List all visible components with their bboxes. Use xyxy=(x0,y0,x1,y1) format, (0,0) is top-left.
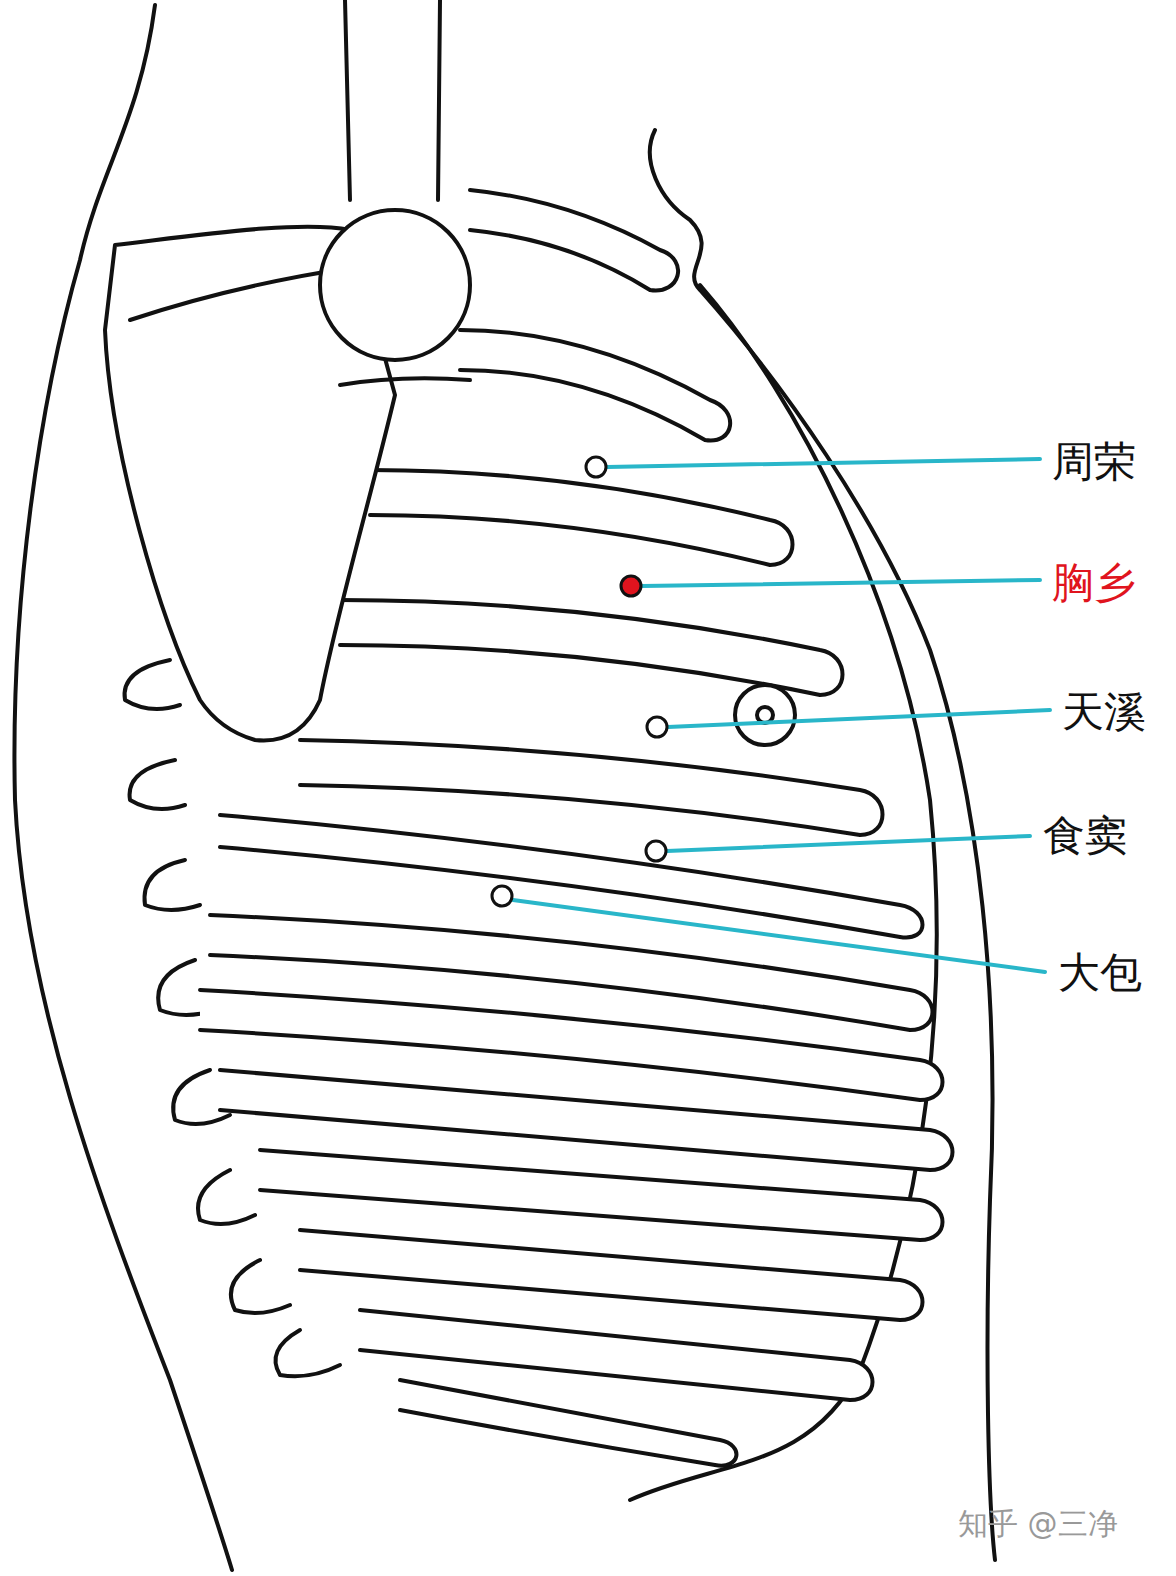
leader-lines xyxy=(513,459,1050,972)
point-name: 胸乡 xyxy=(1052,562,1136,604)
clavicle xyxy=(340,378,470,385)
point-name: 大包 xyxy=(1058,952,1142,994)
nipple xyxy=(735,685,795,745)
point-name: 周荣 xyxy=(1052,441,1136,483)
humerus-head xyxy=(320,210,470,360)
point-name: 天溪 xyxy=(1062,691,1146,733)
watermark: 知乎 @三净 xyxy=(958,1509,1118,1539)
humerus xyxy=(345,0,440,200)
acupoints xyxy=(492,457,667,906)
point-name: 食窦 xyxy=(1043,815,1127,857)
